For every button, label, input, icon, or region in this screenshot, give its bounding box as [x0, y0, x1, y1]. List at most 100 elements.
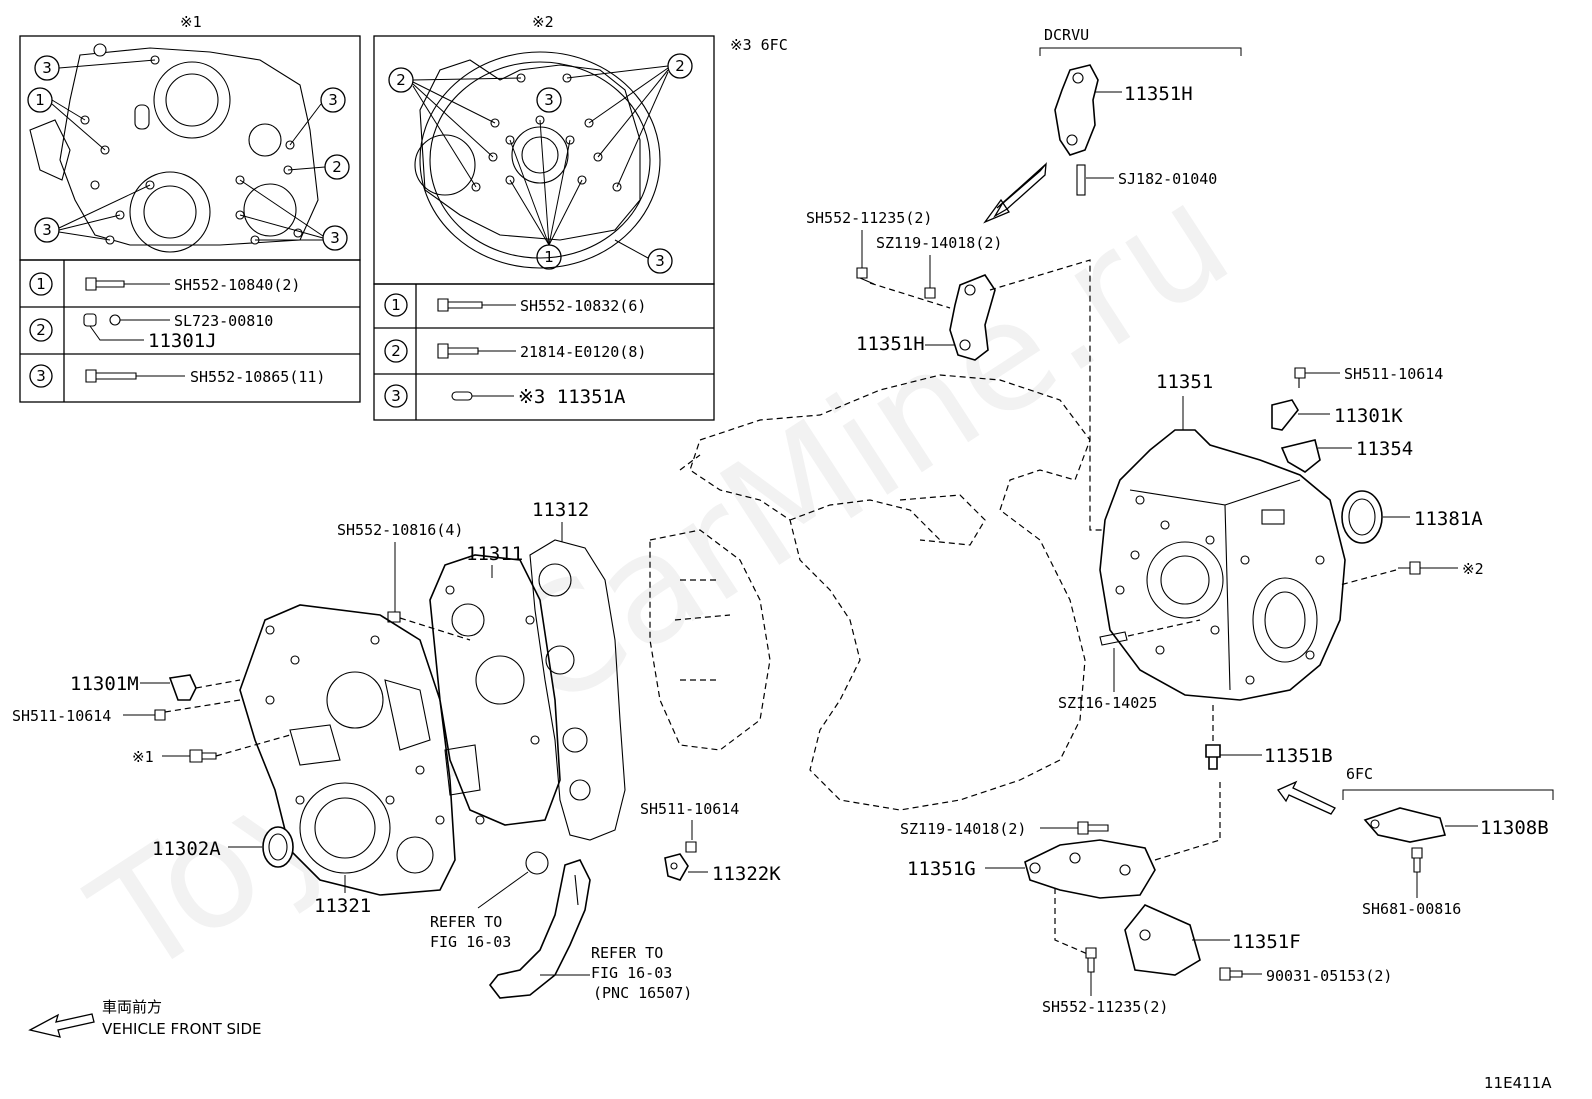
label-SH552-10816: SH552-10816(4): [337, 521, 463, 539]
label-11311: 11311: [466, 543, 523, 565]
box2-title: ※2: [532, 13, 554, 31]
bracket-11351h-group: SH552-11235(2) SZ119-14018(2) 11351H: [806, 209, 1110, 531]
pipe-refer2: REFER TO FIG 16-03 (PNC 16507): [488, 859, 692, 1002]
box2-note: ※3 6FC: [730, 36, 788, 54]
label-11351: 11351: [1156, 371, 1213, 393]
bracket-11351h-top: [1054, 64, 1099, 156]
refer2-line2: FIG 16-03: [591, 964, 672, 982]
label-11351H-mid: 11351H: [856, 333, 925, 355]
label-11308B: 11308B: [1480, 817, 1549, 839]
svg-text:3: 3: [544, 91, 554, 109]
sensor-11301k-group: SH511-10614 11301K 11354 11381A ※2: [1271, 365, 1484, 586]
label-11354: 11354: [1356, 438, 1413, 460]
svg-text:3: 3: [42, 59, 52, 77]
label-SH511-right: SH511-10614: [1344, 365, 1443, 383]
bolt-sh511-mid-group: SH511-10614: [640, 800, 739, 853]
engine-outline: [649, 374, 1091, 811]
stud-sz116-group: SZ116-14025: [1058, 619, 1201, 712]
box2-row1-part: SH552-10832(6): [520, 297, 646, 315]
label-11302A: 11302A: [152, 838, 221, 860]
box1-row1-part: SH552-10840(2): [174, 276, 300, 294]
svg-text:3: 3: [328, 91, 338, 109]
box2-row2-part: 21814-E0120(8): [520, 343, 646, 361]
bracket-11351g-group: SZ119-14018(2) 11351G 11351F 90031-05153…: [900, 780, 1392, 1016]
svg-text:3: 3: [36, 367, 46, 385]
front-note-jp: 車両前方: [102, 998, 162, 1016]
bolt-sh552-10816-group: SH552-10816(4): [337, 521, 471, 641]
box2-callouts: 2 2 3 1 3: [388, 53, 693, 274]
box2-row3-part: ※3 11351A: [518, 386, 626, 408]
label-11321: 11321: [314, 895, 371, 917]
timing-cover-11321: 11321: [239, 604, 456, 917]
label-SH552-11235-top: SH552-11235(2): [806, 209, 932, 227]
label-SZ119-bot: SZ119-14018(2): [900, 820, 1026, 838]
refer1-line2: FIG 16-03: [430, 933, 511, 951]
timing-cover-sketch: [29, 43, 319, 253]
vehicle-front-indicator: 車両前方 VEHICLE FRONT SIDE: [28, 998, 262, 1038]
box2-row-3: 3 ※3 11351A: [384, 384, 626, 408]
box1-row-3: 3 SH552-10865(11): [29, 364, 325, 388]
seal-11302a-group: 11302A: [152, 826, 294, 868]
label-11301K: 11301K: [1334, 405, 1403, 427]
label-SZ119-top: SZ119-14018(2): [876, 234, 1002, 252]
svg-text:1: 1: [391, 296, 401, 314]
refer1-line1: REFER TO: [430, 913, 502, 931]
inset-box-2: ※2 ※3 6FC 2: [373, 13, 788, 421]
box1-title: ※1: [180, 13, 202, 31]
label-90031: 90031-05153(2): [1266, 967, 1392, 985]
dcrvu-label: DCRVU: [1044, 26, 1089, 44]
gasket-11312: 11312: [529, 499, 626, 841]
plug-11351b-group: 11351B: [1205, 705, 1333, 770]
svg-text:2: 2: [391, 342, 401, 360]
refer2-line1: REFER TO: [591, 944, 663, 962]
inset-box-1: ※1: [19, 13, 361, 403]
label-6fc: 6FC: [1346, 765, 1373, 783]
label-SH552-11235-bot: SH552-11235(2): [1042, 998, 1168, 1016]
box1-row3-part: SH552-10865(11): [190, 368, 325, 386]
svg-text:2: 2: [36, 321, 46, 339]
arrow-dcrvu: [993, 162, 1047, 218]
arrow-6fc: [1277, 780, 1336, 815]
svg-text:3: 3: [391, 387, 401, 405]
label-SH511-left: SH511-10614: [12, 707, 111, 725]
gasket-plate-11311: 11311: [429, 543, 561, 826]
label-11351G: 11351G: [907, 858, 976, 880]
label-SZ116: SZ116-14025: [1058, 694, 1157, 712]
label-11351H-top: 11351H: [1124, 83, 1193, 105]
bracket-11351h: [949, 274, 996, 361]
label-x1: ※1: [132, 748, 154, 766]
oring-refer1: REFER TO FIG 16-03: [430, 851, 549, 951]
svg-text:3: 3: [655, 252, 665, 270]
svg-text:2: 2: [332, 158, 342, 176]
box2-row-2: 2 21814-E0120(8): [384, 339, 646, 363]
svg-text:3: 3: [330, 229, 340, 247]
box2-row-1: 1 SH552-10832(6): [384, 293, 646, 317]
diagram-id: 11E411A: [1484, 1074, 1552, 1092]
svg-text:1: 1: [544, 248, 554, 266]
svg-text:2: 2: [675, 57, 685, 75]
sensor-11301m-group: 11301M SH511-10614: [12, 673, 241, 725]
label-11351F: 11351F: [1232, 931, 1301, 953]
svg-text:3: 3: [42, 221, 52, 239]
cover-11308b-group: 6FC 11308B SH681-00816: [1277, 765, 1554, 918]
box1-row-1: 1 SH552-10840(2): [29, 272, 300, 296]
label-x2: ※2: [1462, 560, 1484, 578]
refer2-line3: (PNC 16507): [593, 984, 692, 1002]
label-11312: 11312: [532, 499, 589, 521]
svg-text:2: 2: [396, 71, 406, 89]
label-SJ182: SJ182-01040: [1118, 170, 1217, 188]
label-11381A: 11381A: [1414, 508, 1483, 530]
front-arrow-icon: [28, 1013, 95, 1038]
pipe-11322k-group: 11322K: [664, 853, 781, 885]
front-note-en: VEHICLE FRONT SIDE: [102, 1020, 262, 1038]
flywheel-housing-sketch: [414, 51, 661, 269]
label-SH511-mid: SH511-10614: [640, 800, 739, 818]
flywheel-housing-11351: 11351: [1099, 371, 1346, 701]
box1-callouts: 3 1 3 2 3 3: [27, 55, 350, 251]
label-11322K: 11322K: [712, 863, 781, 885]
svg-text:1: 1: [36, 275, 46, 293]
svg-text:1: 1: [35, 91, 45, 109]
box1-row-2: 2 SL723-00810 11301J: [29, 312, 273, 352]
label-11351B: 11351B: [1264, 745, 1333, 767]
